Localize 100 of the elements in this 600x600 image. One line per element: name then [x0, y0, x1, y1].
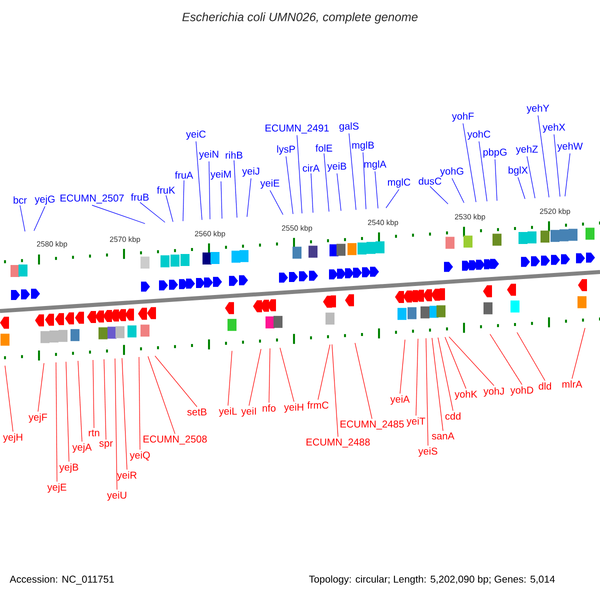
gene-label: yehX — [542, 123, 566, 133]
leader-line — [462, 123, 476, 202]
gene-label: fruB — [130, 193, 149, 201]
leader-line — [286, 156, 294, 214]
leader-line — [518, 177, 526, 200]
gene-label: fruK — [156, 186, 176, 194]
leader-line — [324, 153, 330, 212]
leader-line — [494, 159, 498, 201]
leader-line — [400, 339, 406, 394]
leader-line — [138, 356, 140, 450]
leader-line — [38, 362, 44, 412]
leader-line — [140, 202, 166, 223]
gene-label: frmC — [307, 401, 328, 409]
leader-line — [554, 134, 560, 197]
gene-label: yohD — [510, 386, 534, 396]
gene-label: yehZ — [516, 145, 538, 155]
gene-label: fruA — [174, 171, 194, 179]
gene-label: yeiQ — [130, 451, 150, 461]
gene-label: mglC — [388, 178, 410, 188]
gene-label: ECUMN_2485 — [340, 420, 404, 430]
gene-label: yehW — [557, 142, 583, 152]
gene-label: cdd — [445, 412, 460, 420]
leader-line — [416, 338, 418, 416]
leader-line — [104, 358, 106, 440]
leader-line — [318, 344, 330, 400]
gene-label: dld — [538, 382, 552, 390]
leader-line — [154, 356, 198, 408]
leader-line — [208, 161, 210, 220]
gene-label: yeiS — [418, 447, 438, 457]
leader-line — [122, 358, 128, 470]
gene-label: cirA — [302, 164, 320, 172]
gene-label: galS — [339, 122, 359, 132]
leader-line — [20, 205, 26, 232]
leader-line — [228, 350, 232, 406]
leader-line — [332, 344, 338, 438]
gene-label: setB — [187, 408, 206, 416]
gene-label: mglB — [352, 141, 374, 151]
gene-label: yejF — [28, 413, 48, 423]
leader-line — [56, 362, 58, 482]
leader-line — [448, 336, 494, 386]
leader-line — [336, 173, 342, 212]
gene-label: yejE — [47, 483, 66, 493]
gene-label: mglA — [364, 160, 386, 170]
leader-line — [426, 338, 428, 446]
leader-line — [280, 348, 294, 402]
gene-label: yeiR — [117, 471, 137, 481]
leader-line — [516, 332, 546, 381]
gene-label: ECUMN_2488 — [306, 438, 370, 448]
gene-label: yejB — [59, 463, 78, 473]
leader-line — [348, 133, 356, 210]
leader-line — [270, 190, 284, 215]
leader-line — [452, 178, 464, 204]
leader-line — [220, 181, 222, 219]
gene-label: yeiU — [107, 491, 126, 501]
leader-line — [182, 180, 184, 222]
leader-line — [66, 361, 70, 462]
leader-line — [438, 337, 454, 411]
leader-line — [572, 328, 586, 379]
gene-label: yeiM — [210, 170, 231, 180]
gene-label: yeiB — [327, 162, 346, 172]
gene-label: yeiA — [390, 395, 410, 405]
gene-label: yeiJ — [242, 167, 260, 177]
leader-line — [478, 141, 488, 202]
gene-label: yeiT — [406, 417, 426, 427]
footer-text: Accession: NC_011751 — [10, 575, 114, 585]
leader-line — [386, 189, 400, 208]
gene-label: lysP — [277, 145, 295, 155]
leader-line — [114, 358, 118, 490]
gene-label: bcr — [14, 196, 27, 204]
gene-label: bglX — [508, 166, 528, 176]
gene-label: rtn — [88, 430, 100, 436]
gene-label: folE — [316, 144, 332, 152]
title: Escherichia coli UMN026, complete genome — [182, 12, 418, 24]
leader-line — [246, 178, 252, 218]
gene-label: dusC — [418, 177, 442, 185]
gene-label: spr — [99, 441, 113, 449]
gene-label: yeiC — [186, 130, 206, 140]
gene-label: yeiN — [199, 150, 218, 160]
gene-label: sanA — [432, 432, 454, 440]
gene-label: yeiI — [241, 407, 256, 417]
gene-label: yeiL — [218, 407, 237, 417]
leader-line — [92, 360, 94, 428]
gene-label: yohC — [467, 130, 490, 140]
gene-label: yejG — [34, 195, 55, 205]
footer-text: Topology: circular; Length: 5,202,090 bp; Genes: 5,014 — [309, 575, 555, 585]
leader-line — [354, 342, 372, 420]
gene-label: ECUMN_2491 — [266, 124, 329, 134]
gene-label: mlrA — [562, 380, 582, 388]
leader-line — [196, 141, 202, 220]
gene-label: yejH — [3, 433, 22, 443]
leader-line — [268, 348, 270, 403]
leader-line — [78, 360, 82, 442]
leader-line — [432, 338, 444, 432]
gene-label: yohK — [454, 390, 478, 400]
leader-line — [526, 156, 536, 198]
gene-label: pbpG — [483, 148, 506, 158]
gene-label: yohJ — [483, 387, 504, 397]
gene-label: ECUMN_2508 — [144, 436, 207, 444]
leader-line — [310, 173, 314, 213]
leader-line — [538, 115, 550, 198]
